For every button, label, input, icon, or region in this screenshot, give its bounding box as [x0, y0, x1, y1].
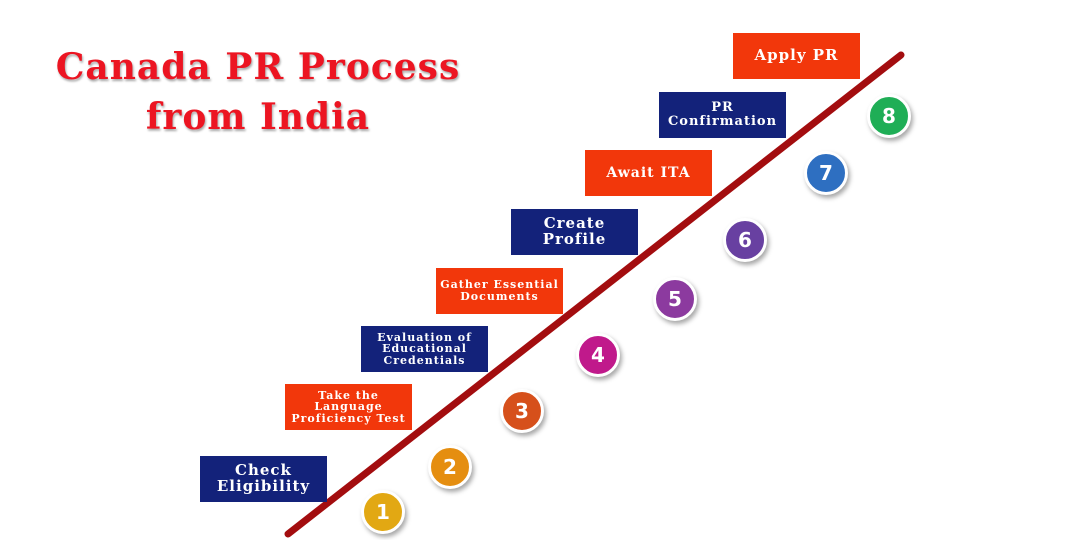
step-7-number-badge: 7 [804, 151, 848, 195]
diagonal-line [284, 51, 905, 538]
step-6-box: Await ITA [585, 150, 712, 196]
step-5-number-badge: 5 [653, 277, 697, 321]
step-8-number-badge: 8 [867, 94, 911, 138]
title-line-1: Canada PR Process [55, 46, 461, 88]
step-4-box: Gather Essential Documents [436, 268, 563, 314]
step-7-box: PR Confirmation [659, 92, 786, 138]
step-1-box: Check Eligibility [200, 456, 327, 502]
step-2-box: Take the Language Proficiency Test [285, 384, 412, 430]
step-3-box: Evaluation of Educational Credentials [361, 326, 488, 372]
step-6-number-badge: 6 [723, 218, 767, 262]
step-5-box: Create Profile [511, 209, 638, 255]
step-8-box: Apply PR [733, 33, 860, 79]
step-2-number-badge: 2 [428, 445, 472, 489]
step-3-number-badge: 3 [500, 389, 544, 433]
step-1-number-badge: 1 [361, 490, 405, 534]
step-4-number-badge: 4 [576, 333, 620, 377]
title-line-2: from India [145, 96, 371, 138]
